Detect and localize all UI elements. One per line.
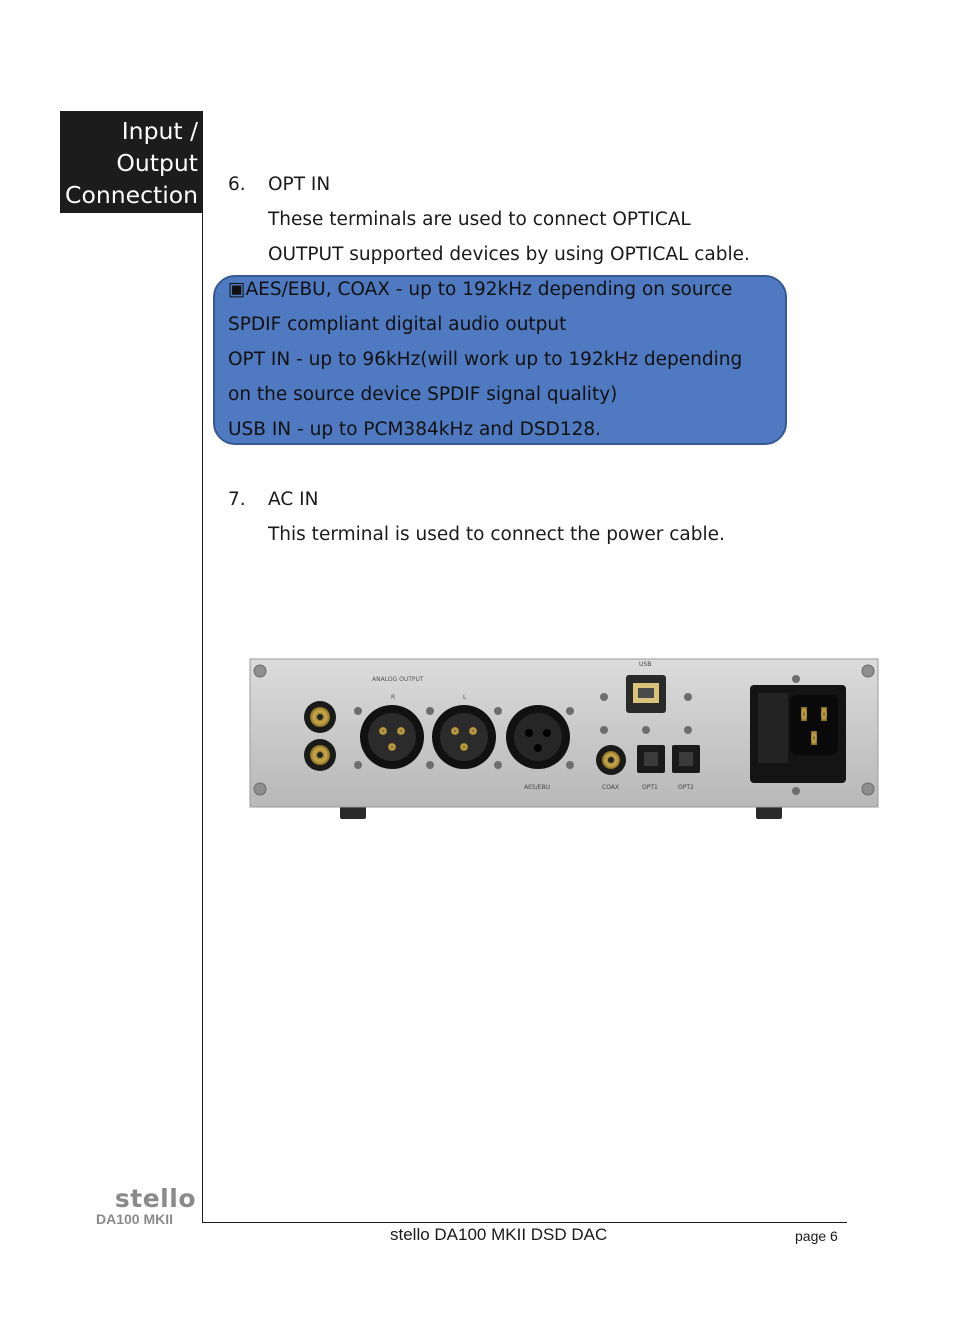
rca-analog-out-jacks [304, 701, 336, 771]
coax-label: COAX [602, 784, 619, 791]
section-title: Input / Output Connection [60, 111, 202, 213]
coax-input-jack [596, 745, 626, 775]
xlr-analog-out-jacks [360, 705, 496, 769]
item-heading: AC IN [268, 489, 319, 510]
item-number: 7. [228, 489, 246, 510]
page-number: page 6 [795, 1228, 838, 1244]
item-description: This terminal is used to connect the pow… [268, 524, 725, 545]
item-number: 6. [228, 174, 246, 195]
stello-logo: stello DA100 MKII [96, 1184, 196, 1227]
usb-input-port [626, 675, 666, 713]
optical-input-jacks [637, 745, 700, 773]
analog-output-label: ANALOG OUTPUT [372, 676, 424, 683]
item-heading: OPT IN [268, 174, 331, 195]
footer-divider [202, 1222, 847, 1223]
sample-rate-note-box [213, 275, 787, 445]
note-line: on the source device SPDIF signal qualit… [228, 384, 618, 405]
right-channel-label: R [391, 694, 395, 701]
opt2-label: OPT2 [678, 784, 694, 791]
item-description: These terminals are used to connect OPTI… [268, 209, 691, 230]
rear-panel-photo: ANALOG OUTPUT R L AES/EBU USB COAX OPT1 … [249, 658, 879, 819]
note-line: ▣AES/EBU, COAX - up to 192kHz depending … [228, 279, 733, 300]
brand-wordmark: stello [114, 1184, 196, 1213]
note-line: SPDIF compliant digital audio output [228, 314, 567, 335]
model-wordmark: DA100 MKII [96, 1211, 174, 1227]
left-channel-label: L [463, 694, 467, 701]
aes-ebu-label: AES/EBU [524, 784, 550, 791]
aes-ebu-input-jack [506, 705, 570, 769]
note-line: USB IN - up to PCM384kHz and DSD128. [228, 419, 602, 440]
opt1-label: OPT1 [642, 784, 658, 791]
footer-title: stello DA100 MKII DSD DAC [390, 1225, 608, 1244]
usb-label: USB [639, 661, 651, 668]
note-line: OPT IN - up to 96kHz(will work up to 192… [228, 349, 743, 370]
section-title-line: Input / [121, 117, 198, 145]
item-description: OUTPUT supported devices by using OPTICA… [268, 244, 750, 265]
section-title-line: Output [116, 149, 198, 177]
vertical-divider [202, 111, 203, 1223]
ac-power-inlet [750, 675, 846, 795]
section-title-line: Connection [65, 181, 198, 209]
